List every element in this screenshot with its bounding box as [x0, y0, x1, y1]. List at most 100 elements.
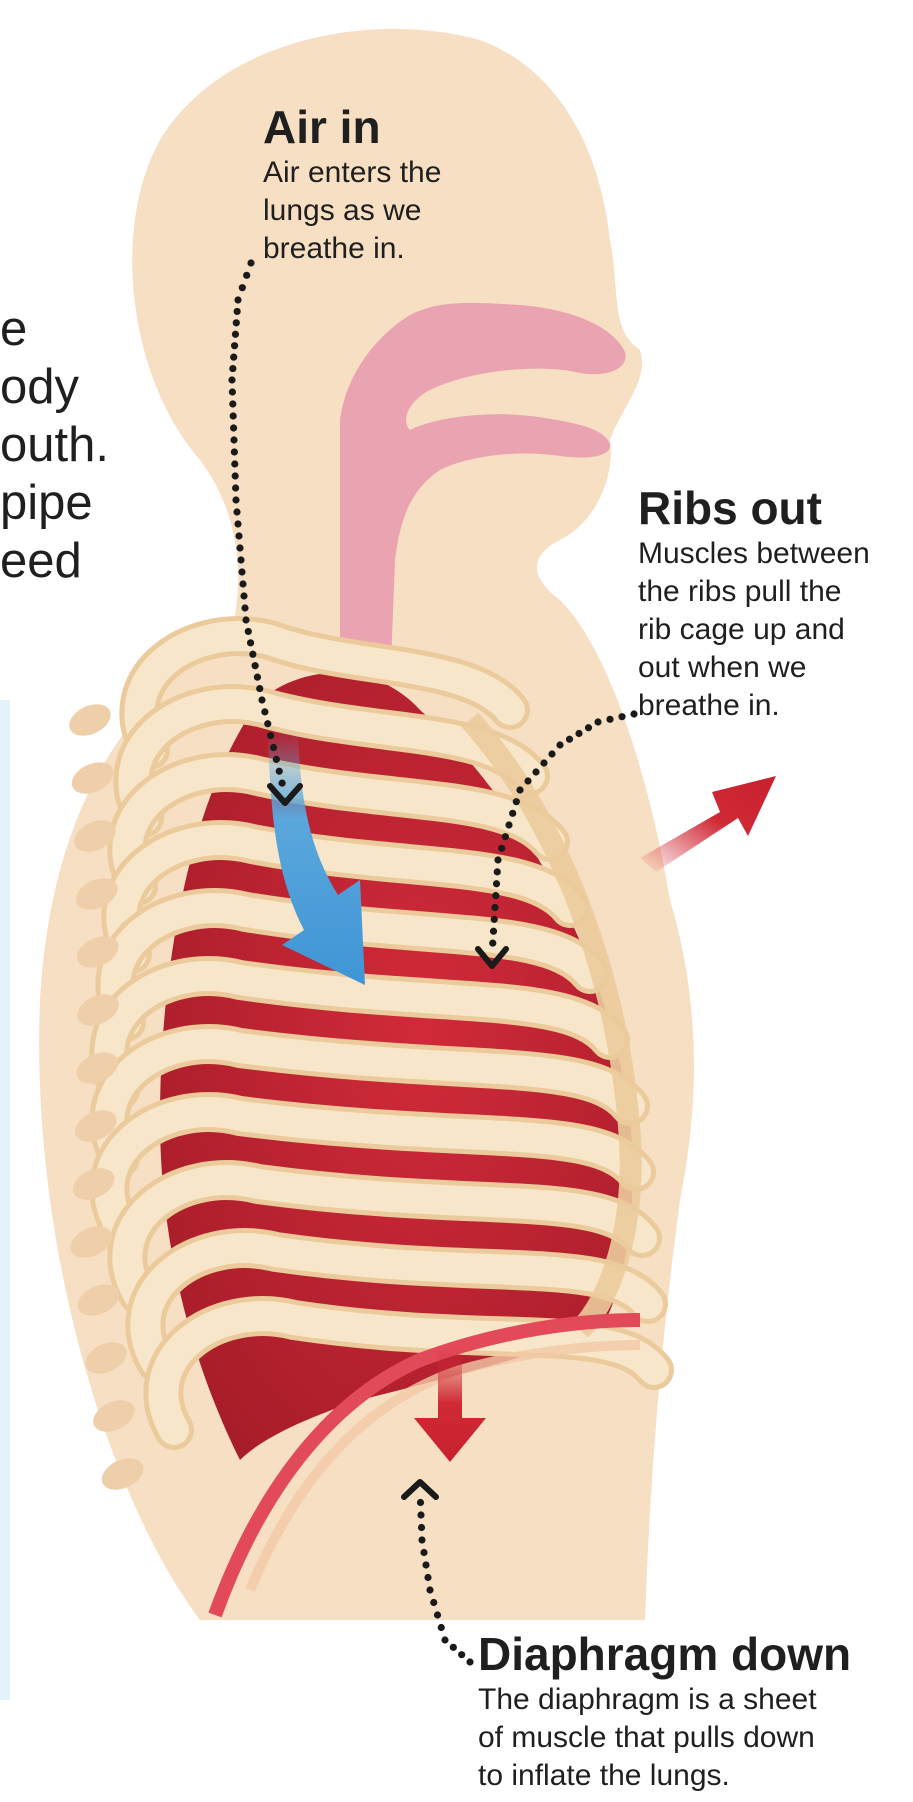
leader-dot: [490, 928, 497, 935]
leader-dot: [422, 1561, 429, 1568]
leader-dot: [270, 744, 277, 751]
leader-dot: [430, 1599, 437, 1606]
leader-dot: [249, 651, 256, 658]
leader-dot: [232, 484, 239, 491]
diaphragm-down-title: Diaphragm down: [478, 1627, 851, 1681]
leader-dot: [264, 720, 271, 727]
leader-dot: [491, 916, 498, 923]
leader-dot: [273, 756, 280, 763]
leader-dot: [418, 1536, 425, 1543]
leader-dot: [494, 856, 501, 863]
leader-dot: [489, 940, 496, 947]
leader-dot: [513, 798, 520, 805]
leader-dot: [585, 724, 592, 731]
leader-dot: [434, 1611, 441, 1618]
leader-dot: [233, 319, 240, 326]
leader-dot: [241, 604, 248, 611]
leader-dot: [239, 284, 246, 291]
cropped-text-line: ody: [0, 358, 79, 416]
leader-dot: [228, 376, 235, 383]
leader-dot: [230, 424, 237, 431]
leader-dot: [466, 1658, 473, 1665]
leader-dot: [441, 1636, 448, 1643]
leader-dot: [233, 508, 240, 515]
leader-dot: [242, 616, 249, 623]
cropped-text-line: pipe: [0, 474, 93, 532]
leader-dot: [532, 768, 539, 775]
leader-dot: [231, 460, 238, 467]
leader-dot: [254, 674, 261, 681]
leader-dot: [245, 628, 252, 635]
leader-dot: [438, 1624, 445, 1631]
leader-dot: [230, 436, 237, 443]
leader-dot: [420, 1549, 427, 1556]
leader-dot: [247, 639, 254, 646]
leader-dot: [494, 868, 501, 875]
ribs-out-arrow: [640, 776, 776, 872]
leader-dot: [237, 556, 244, 563]
leader-dot: [418, 1524, 425, 1531]
leader-dot: [236, 544, 243, 551]
leader-dot: [232, 331, 239, 338]
ribs-out-text: Muscles between the ribs pull the rib ca…: [638, 535, 870, 725]
leader-dot: [231, 448, 238, 455]
leader-dot: [493, 880, 500, 887]
leader-dot: [450, 1644, 457, 1651]
leader-dot: [258, 696, 265, 703]
leader-dot: [606, 716, 613, 723]
left-edge-strip: [0, 700, 10, 1700]
leader-dot: [229, 365, 236, 372]
cropped-text-line: outh.: [0, 416, 109, 474]
diaphragm-down-label: Diaphragm down The diaphragm is a sheet …: [478, 1627, 851, 1795]
leader-dot: [240, 592, 247, 599]
leader-dot: [618, 713, 625, 720]
leader-dot: [231, 342, 238, 349]
air-in-title: Air in: [263, 100, 441, 154]
leader-dot: [575, 730, 582, 737]
ribs-out-title: Ribs out: [638, 481, 870, 535]
leader-dot: [540, 759, 547, 766]
cropped-text-line: e: [0, 300, 27, 358]
air-in-label: Air in Air enters the lungs as we breath…: [263, 100, 441, 268]
leader-dot: [505, 821, 512, 828]
leader-dot: [256, 685, 263, 692]
leader-dot: [630, 710, 637, 717]
leader-dot: [492, 892, 499, 899]
leader-dot: [524, 777, 531, 784]
leader-dot: [502, 833, 509, 840]
leader-dot: [243, 272, 250, 279]
leader-dot: [491, 904, 498, 911]
leader-dot: [424, 1574, 431, 1581]
leader-dot: [556, 741, 563, 748]
leader-dot: [566, 736, 573, 743]
leader-dot: [232, 472, 239, 479]
leader-dot: [276, 768, 283, 775]
leader-dot: [509, 810, 516, 817]
leader-dot: [229, 400, 236, 407]
leader-dot: [234, 308, 241, 315]
leader-dot: [239, 580, 246, 587]
cropped-text-line: eed: [0, 532, 82, 590]
leader-dot: [516, 786, 523, 793]
leader-dot: [234, 520, 241, 527]
leader-dot: [548, 750, 555, 757]
leader-dot: [594, 718, 601, 725]
leader-dot: [247, 259, 254, 266]
leader-dot: [417, 1499, 424, 1506]
air-in-text: Air enters the lungs as we breathe in.: [263, 154, 441, 268]
leader-dot: [234, 296, 241, 303]
leader-dot: [232, 496, 239, 503]
leader-dot: [426, 1586, 433, 1593]
diaphragm-down-text: The diaphragm is a sheet of muscle that …: [478, 1681, 851, 1795]
leader-dot: [498, 845, 505, 852]
leader-dot: [235, 532, 242, 539]
leader-dot: [229, 388, 236, 395]
ribs-out-label: Ribs out Muscles between the ribs pull t…: [638, 481, 870, 725]
leader-dot: [252, 662, 259, 669]
leader-dot: [261, 708, 268, 715]
leader-dot: [267, 732, 274, 739]
vertebra: [64, 698, 116, 742]
leader-dot: [279, 780, 286, 787]
leader-dot: [417, 1511, 424, 1518]
